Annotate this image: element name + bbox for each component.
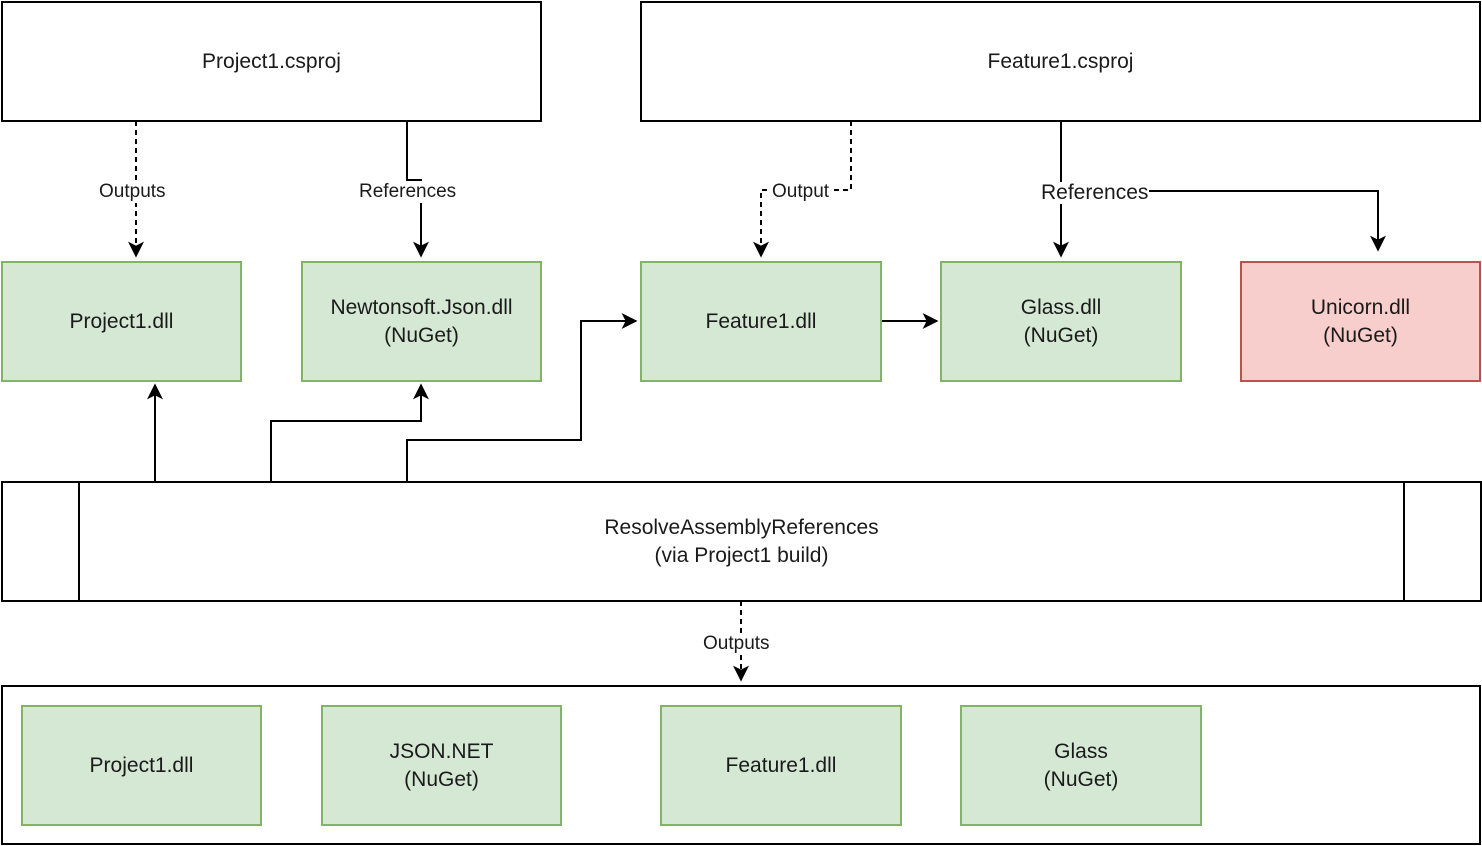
- glass-dll-sublabel: (NuGet): [1023, 323, 1099, 347]
- output-item-json-net: JSON.NET (NuGet): [321, 705, 562, 826]
- newtonsoft-dll-sublabel: (NuGet): [384, 323, 459, 347]
- unicorn-dll-sublabel: (NuGet): [1323, 323, 1398, 347]
- project1-csproj-node: Project1.csproj: [1, 1, 542, 122]
- unicorn-dll-node: Unicorn.dll (NuGet): [1240, 261, 1481, 382]
- feature1-dll-label: Feature1.dll: [705, 309, 817, 333]
- output-item-label: JSON.NET: [389, 739, 494, 763]
- unicorn-dll-label: Unicorn.dll: [1310, 295, 1411, 319]
- output-item-glass: Glass (NuGet): [960, 705, 1202, 826]
- newtonsoft-dll-node: Newtonsoft.Json.dll (NuGet): [301, 261, 542, 382]
- feature1-csproj-node: Feature1.csproj: [640, 1, 1481, 122]
- edge-resolve-newtonsoft: [270, 383, 429, 481]
- edge-project1-references: [406, 121, 429, 258]
- output-item-label: Glass: [1054, 739, 1108, 763]
- project1-dll-label: Project1.dll: [69, 309, 174, 333]
- feature1-dll-node: Feature1.dll: [640, 261, 882, 382]
- output-item-label: Project1.dll: [89, 753, 194, 777]
- edge-label-project1-outputs: Outputs: [98, 181, 167, 203]
- resolve-label: ResolveAssemblyReferences: [604, 515, 879, 539]
- process-right-bar: [1403, 483, 1405, 600]
- output-item-sublabel: (NuGet): [404, 767, 479, 791]
- edge-label-feature1-output: Output: [771, 181, 831, 203]
- feature1-csproj-label: Feature1.csproj: [987, 49, 1134, 73]
- newtonsoft-dll-label: Newtonsoft.Json.dll: [330, 295, 513, 319]
- edge-label-feature1-references: References: [1040, 181, 1150, 204]
- output-item-label: Feature1.dll: [725, 753, 837, 777]
- resolve-assembly-references-node: ResolveAssemblyReferences (via Project1 …: [1, 481, 1482, 602]
- output-item-project1-dll: Project1.dll: [21, 705, 262, 826]
- edge-label-resolve-outputs: Outputs: [702, 633, 771, 655]
- glass-dll-node: Glass.dll (NuGet): [940, 261, 1182, 382]
- glass-dll-label: Glass.dll: [1020, 295, 1102, 319]
- output-item-sublabel: (NuGet): [1043, 767, 1119, 791]
- edge-label-project1-references: References: [358, 181, 458, 203]
- edge-feature1-references-unicorn: [1061, 190, 1386, 252]
- resolve-sublabel: (via Project1 build): [654, 543, 829, 567]
- edge-resolve-feature1: [406, 313, 638, 481]
- process-left-bar: [78, 483, 80, 600]
- project1-csproj-label: Project1.csproj: [202, 49, 341, 73]
- output-item-feature1-dll: Feature1.dll: [660, 705, 902, 826]
- edge-feature1-output: [753, 121, 852, 258]
- project1-dll-node: Project1.dll: [1, 261, 242, 382]
